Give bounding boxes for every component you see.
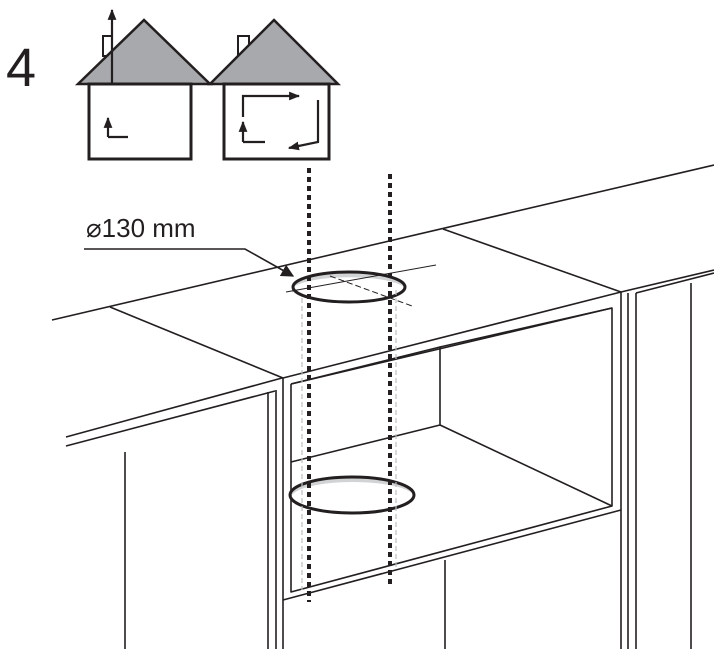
duct-axis-lines <box>307 168 392 602</box>
step-number: 4 <box>6 38 36 98</box>
duct-diameter-label: ⌀130 mm <box>86 213 196 243</box>
lower-duct-opening <box>288 475 416 515</box>
dimension-leader-line <box>84 248 295 277</box>
top-duct-opening <box>285 264 437 307</box>
house-recirculation-icon <box>206 18 342 161</box>
duct-guide-lines <box>301 290 397 590</box>
house-ducted-exhaust-icon <box>74 8 214 161</box>
kitchen-cabinet-drawing <box>51 164 714 649</box>
